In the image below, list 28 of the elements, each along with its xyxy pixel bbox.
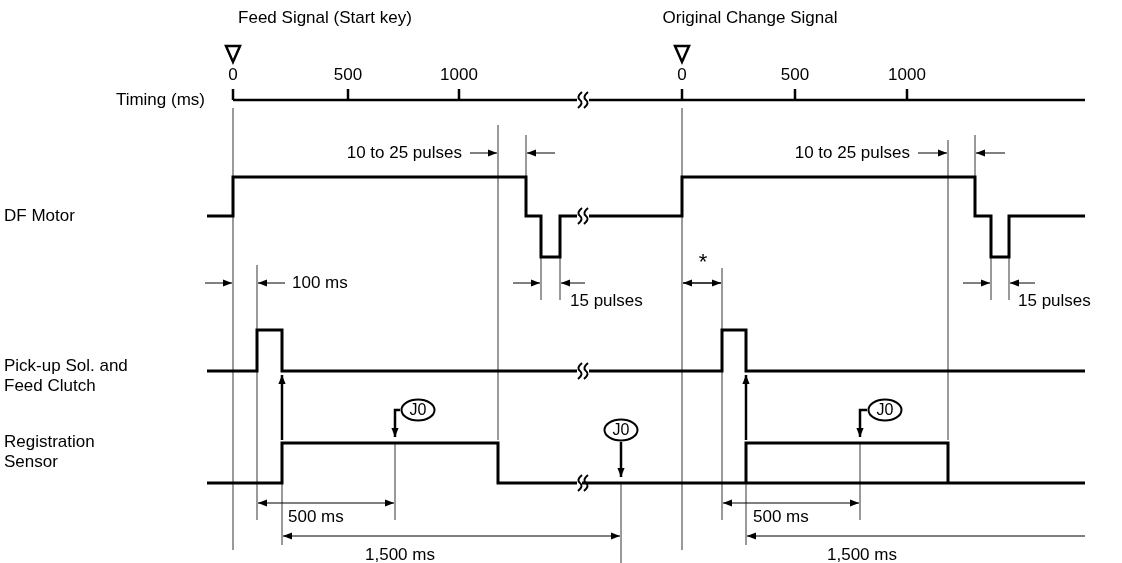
tick-label: 0 [228, 65, 238, 85]
dimension-label: 15 pulses [570, 291, 643, 311]
tick-label: 1000 [440, 65, 478, 85]
dimension-label: 10 to 25 pulses [346, 143, 462, 163]
asterisk: * [698, 252, 708, 272]
signal-name: DF Motor [4, 206, 75, 226]
signal-name: Registration Sensor [4, 432, 96, 472]
signal-title: Feed Signal (Start key) [238, 8, 412, 28]
dimension-label: 1,500 ms [365, 545, 435, 563]
axis-title: Timing (ms) [115, 90, 205, 110]
dimension-label: 100 ms [292, 273, 348, 293]
arrow [617, 440, 625, 477]
dimension-label: 10 to 25 pulses [794, 143, 910, 163]
tick-label: 0 [677, 65, 687, 85]
jam-code-oval: J0 [400, 398, 436, 422]
arrow [856, 408, 867, 437]
signal-name: Pick-up Sol. and Feed Clutch [4, 356, 129, 396]
dimension-label: 500 ms [288, 507, 344, 527]
tick-label: 1000 [888, 65, 926, 85]
signal-title: Original Change Signal [662, 8, 838, 28]
arrow [391, 408, 400, 437]
dimension-label: 500 ms [753, 507, 809, 527]
jam-code-oval: J0 [867, 398, 903, 422]
dimension-label: 15 pulses [1018, 291, 1091, 311]
dimension-label: 1,500 ms [827, 545, 897, 563]
tick-label: 500 [333, 65, 363, 85]
jam-code-oval: J0 [603, 418, 639, 442]
tick-label: 500 [780, 65, 810, 85]
